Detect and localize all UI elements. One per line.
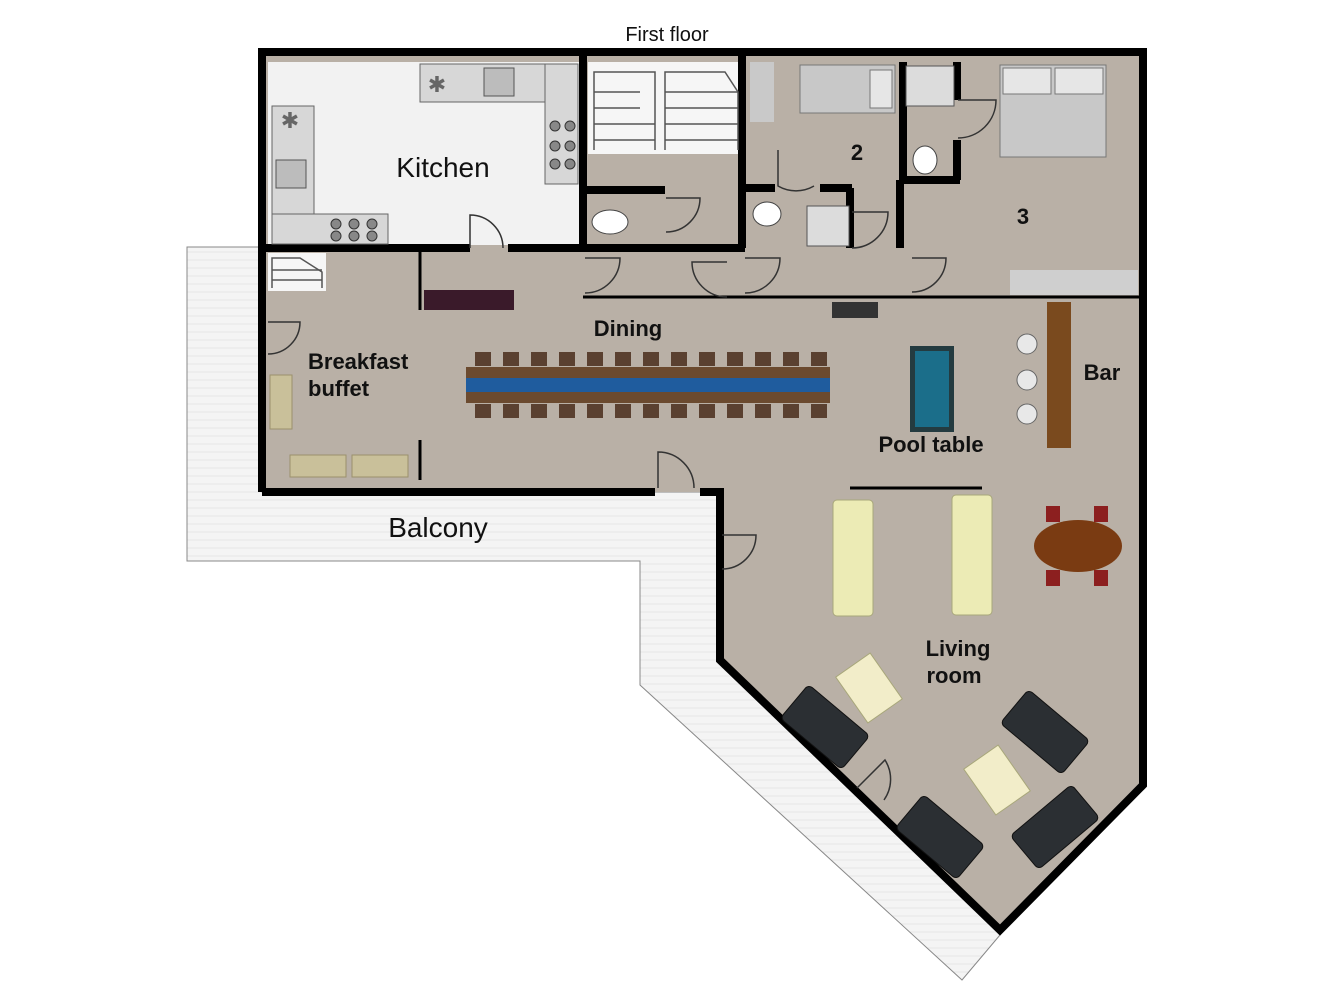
kitchen-label: Kitchen [396,152,489,183]
bar-counter [1047,302,1071,448]
balcony-label: Balcony [388,512,488,543]
living-label-line1: Living [926,636,991,661]
bathroom-fixtures [591,65,955,247]
room-2-label: 2 [851,140,863,165]
room-3-label: 3 [1017,204,1029,229]
kitchen-fixtures: ✱ ✱ [271,63,579,245]
coffee-tables [835,652,1031,816]
door-swing-icon [267,99,997,801]
toilet-icon [591,145,938,235]
stove-icon [330,120,576,242]
thin-walls [418,250,1143,490]
sink-icon [483,67,515,97]
pool-table-label: Pool table [878,432,983,457]
sideboard [424,290,878,318]
floor-title: First floor [625,24,709,46]
dining-label: Dining [594,316,662,341]
bar-stool-icon [1016,333,1038,425]
breakfast-label-line2: buffet [308,376,370,401]
bed-icon [799,64,1107,158]
fan-icon: ✱ [281,108,299,133]
sink-icon [275,159,307,189]
pool-table-icon [910,346,954,432]
buffet-counters [269,374,409,478]
living-label-line2: room [927,663,982,688]
stairs-icon [271,71,739,288]
round-table [1034,506,1122,586]
fan-icon: ✱ [428,72,446,97]
dining-chairs [475,352,827,418]
sofa-icon [781,685,1099,879]
wardrobe [750,62,774,122]
wardrobe [1010,270,1138,295]
dining-table [466,352,830,418]
bar-label: Bar [1084,360,1121,385]
breakfast-label-line1: Breakfast [308,349,409,374]
sofa-icon [832,494,993,617]
shower-icon [806,65,955,247]
walls [258,48,1147,936]
